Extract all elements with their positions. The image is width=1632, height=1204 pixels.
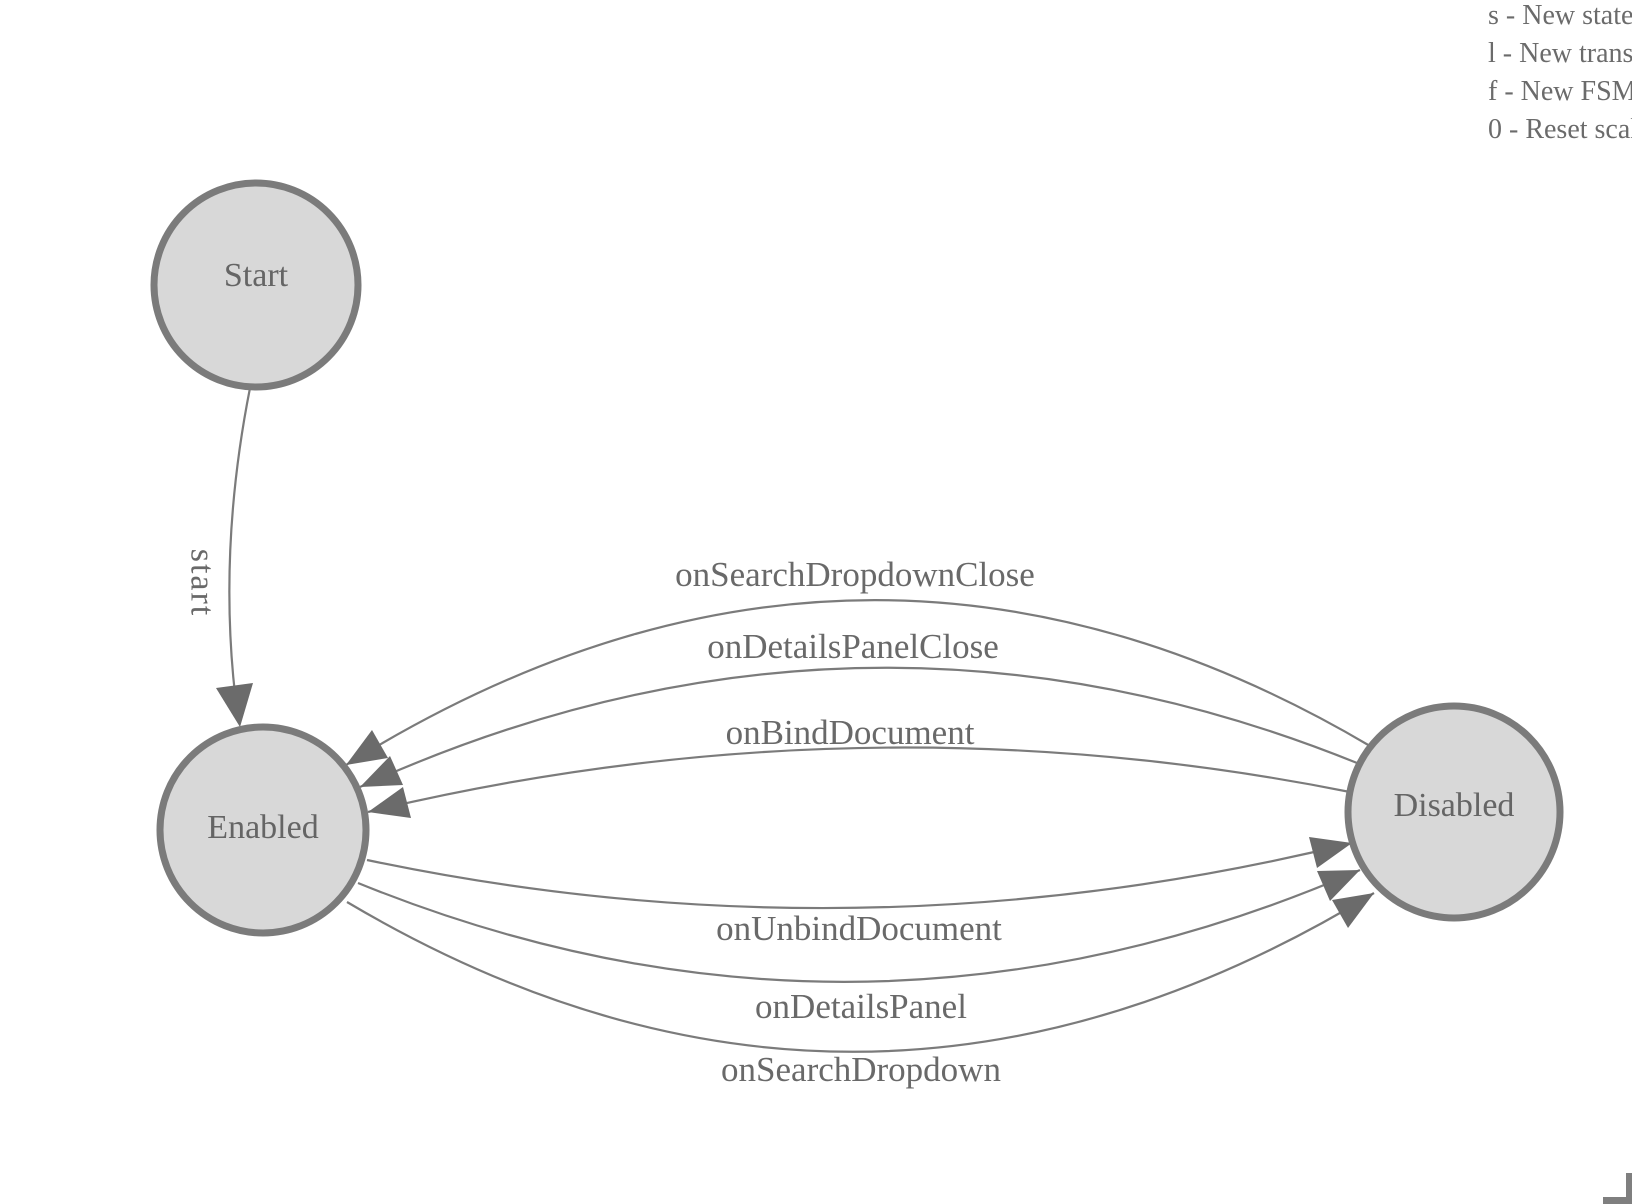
canvas-corner-vertical-edge: [1626, 1173, 1632, 1204]
transition-onSearchDropdownClose[interactable]: onSearchDropdownClose: [345, 555, 1371, 766]
state-label-start: Start: [224, 257, 289, 294]
transition-label-onUnbindDocument: onUnbindDocument: [716, 909, 1002, 948]
transition-label-onSearchDropdown: onSearchDropdown: [721, 1050, 1001, 1089]
arrowhead-onSearchDropdownClose: [346, 730, 388, 765]
arrowhead-onSearchDropdown: [1332, 893, 1374, 928]
transition-label-onBindDocument: onBindDocument: [726, 713, 975, 752]
canvas-corner-horizontal-edge: [1603, 1197, 1632, 1204]
transition-label-onDetailsPanel: onDetailsPanel: [755, 987, 967, 1026]
arrowhead-onDetailsPanel: [1317, 870, 1360, 901]
state-label-disabled: Disabled: [1394, 787, 1515, 824]
state-label-enabled: Enabled: [207, 809, 318, 846]
transition-onSearchDropdown-curve[interactable]: [346, 892, 1375, 1053]
arrowhead-start: [216, 683, 253, 727]
legend-line-reset-scale: 0 - Reset scale: [1488, 114, 1632, 145]
legend-line-new-state: s - New state: [1488, 0, 1632, 31]
transition-label-onDetailsPanelClose: onDetailsPanelClose: [707, 627, 999, 666]
transition-onDetailsPanelClose-curve[interactable]: [359, 666, 1363, 789]
arrowhead-onDetailsPanelClose: [360, 756, 403, 787]
transition-onSearchDropdownClose-curve[interactable]: [345, 599, 1371, 766]
state-start[interactable]: Start: [150, 179, 362, 391]
shortcut-legend: s - New state l - New transition f - New…: [1488, 0, 1632, 149]
state-enabled[interactable]: Enabled: [156, 723, 370, 937]
canvas-corner-mark: [1603, 1173, 1632, 1204]
transition-onDetailsPanel[interactable]: onDetailsPanel: [357, 868, 1361, 1026]
transition-onDetailsPanel-curve[interactable]: [357, 868, 1361, 983]
transition-onBindDocument[interactable]: onBindDocument: [367, 713, 1351, 818]
transition-onDetailsPanelClose[interactable]: onDetailsPanelClose: [359, 627, 1363, 789]
transition-onUnbindDocument-curve[interactable]: [366, 841, 1353, 910]
legend-line-new-transition: l - New transition: [1488, 38, 1632, 69]
transition-start-curve[interactable]: [228, 387, 252, 719]
arrowhead-onUnbindDocument: [1309, 837, 1352, 868]
state-disabled[interactable]: Disabled: [1344, 702, 1564, 922]
arrowhead-onBindDocument: [368, 787, 411, 818]
state-enabled-circle[interactable]: [156, 723, 370, 937]
state-start-circle[interactable]: [150, 179, 362, 391]
transition-onUnbindDocument[interactable]: onUnbindDocument: [366, 837, 1353, 948]
state-disabled-circle[interactable]: [1344, 702, 1564, 922]
transition-onBindDocument-curve[interactable]: [367, 746, 1351, 814]
transition-onSearchDropdown[interactable]: onSearchDropdown: [346, 892, 1375, 1089]
transition-label-onSearchDropdownClose: onSearchDropdownClose: [675, 555, 1035, 594]
transition-start[interactable]: start: [184, 387, 254, 727]
legend-line-new-fsm: f - New FSM: [1488, 76, 1632, 107]
transition-label-start: start: [184, 549, 221, 618]
